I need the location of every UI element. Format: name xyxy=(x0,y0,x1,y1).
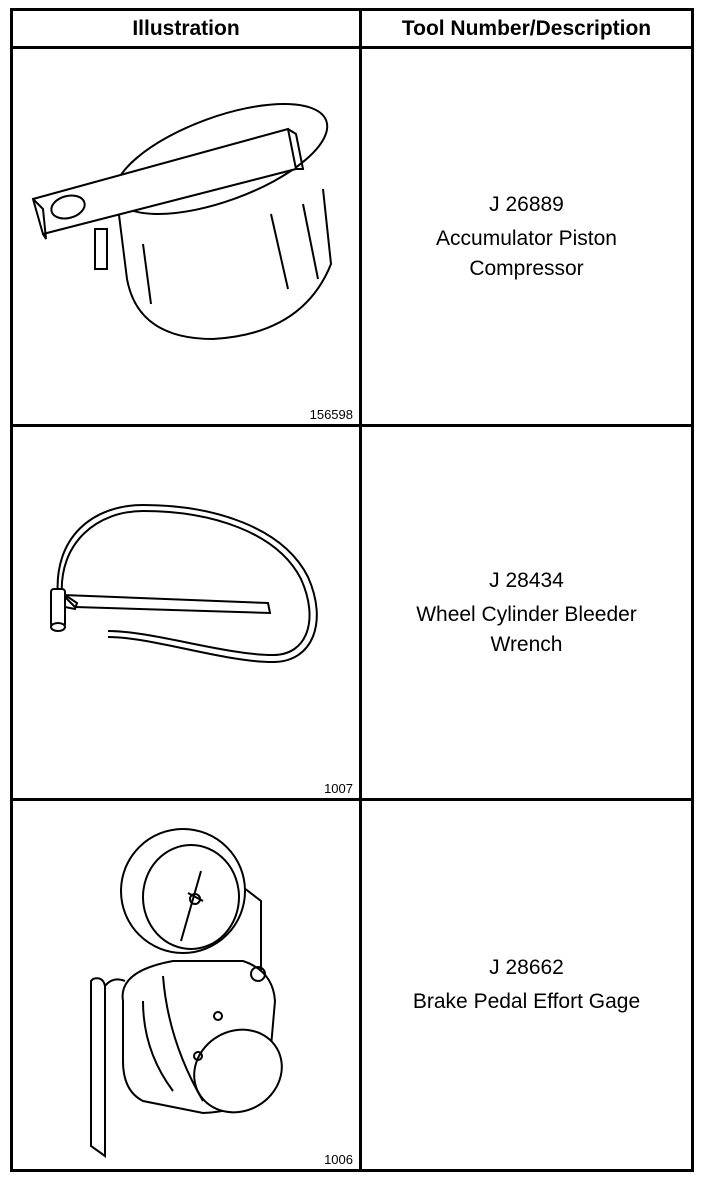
figure-number: 1007 xyxy=(324,781,353,796)
table-row: 1007 J 28434 Wheel Cylinder Bleeder Wren… xyxy=(13,427,691,801)
tool-description-line2: Wrench xyxy=(490,632,563,656)
header-tool-description: Tool Number/Description xyxy=(401,16,652,40)
description-cell: J 28434 Wheel Cylinder Bleeder Wrench xyxy=(362,427,691,798)
illustration-cell: 1007 xyxy=(13,427,359,798)
bleeder-wrench-illustration xyxy=(50,503,318,664)
accumulator-piston-compressor-illustration xyxy=(31,102,333,341)
tool-description-line1: Accumulator Piston xyxy=(436,226,617,250)
brake-pedal-gage-illustration xyxy=(90,828,283,1158)
tool-description-line1: Brake Pedal Effort Gage xyxy=(412,990,641,1013)
table-row: 156598 J 26889 Accumulator Piston Compre… xyxy=(13,49,691,427)
tool-description-line1: Wheel Cylinder Bleeder xyxy=(416,602,637,626)
table-header: Illustration Tool Number/Description xyxy=(13,11,691,49)
table-row: 1006 J 28662 Brake Pedal Effort Gage xyxy=(13,801,691,1169)
tool-number: J 28434 xyxy=(489,568,564,592)
description-cell: J 28662 Brake Pedal Effort Gage xyxy=(362,801,691,1169)
header-illustration: Illustration xyxy=(132,16,240,40)
illustration-cell: 1006 xyxy=(13,801,359,1169)
description-cell: J 26889 Accumulator Piston Compressor xyxy=(362,49,691,424)
tool-table: Illustration Tool Number/Description xyxy=(10,8,694,1172)
column-divider xyxy=(359,11,362,1169)
illustration-cell: 156598 xyxy=(13,49,359,424)
tool-number: J 28662 xyxy=(489,956,564,979)
figure-number: 1006 xyxy=(324,1152,353,1167)
tool-number: J 26889 xyxy=(489,192,564,216)
figure-number: 156598 xyxy=(309,407,353,422)
tool-description-line2: Compressor xyxy=(469,256,584,280)
